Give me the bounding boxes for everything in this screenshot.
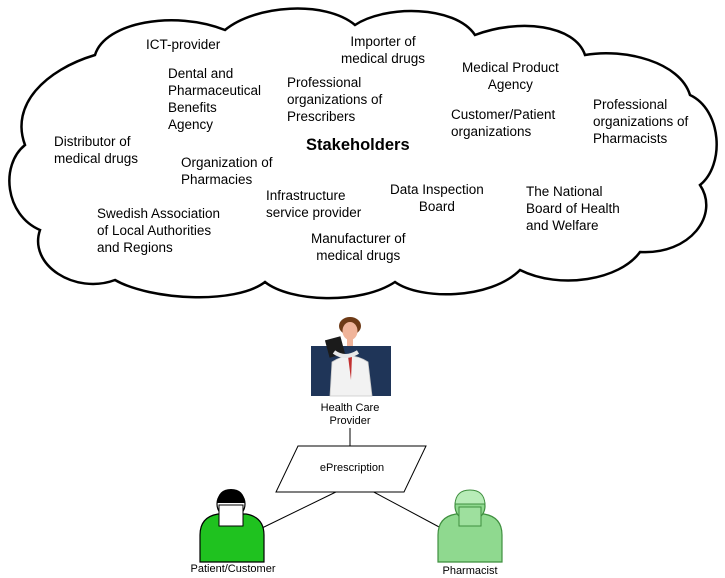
stakeholder-infrastructure-provider: Infrastructure service provider xyxy=(266,188,362,220)
stakeholder-distributor: Distributor of medical drugs xyxy=(54,134,139,166)
eprescription-label: ePrescription xyxy=(319,462,385,474)
connector-pharmacist xyxy=(369,489,442,529)
connector-patient xyxy=(261,489,341,529)
stakeholder-importer: Importer of medical drugs xyxy=(341,34,426,66)
health-care-provider-label: Health Care Provider xyxy=(320,402,380,427)
stakeholder-data-inspection-board: Data Inspection Board xyxy=(390,182,484,214)
stakeholders-cloud xyxy=(8,7,718,300)
pharmacist-icon xyxy=(437,489,503,563)
stakeholder-dental-pharma-agency: Dental and Pharmaceutical Benefits Agenc… xyxy=(168,66,262,132)
patient-icon xyxy=(199,489,265,563)
stakeholder-manufacturer: Manufacturer of medical drugs xyxy=(311,231,406,263)
stakeholder-swedish-association: Swedish Association of Local Authorities… xyxy=(97,206,221,255)
patient-customer-label: Patient/Customer xyxy=(190,563,276,575)
stakeholder-national-board-health: The National Board of Health and Welfare xyxy=(526,184,620,233)
stakeholder-medical-product-agency: Medical Product Agency xyxy=(462,60,559,92)
stakeholder-pharmacist-orgs: Professional organizations of Pharmacist… xyxy=(593,97,689,146)
pharmacist-label: Pharmacist xyxy=(442,565,498,577)
eprescription-box xyxy=(275,445,427,493)
stakeholder-ict-provider: ICT-provider xyxy=(146,37,221,52)
stakeholder-prescriber-orgs: Professional organizations of Prescriber… xyxy=(287,75,383,124)
stakeholders-title: Stakeholders xyxy=(306,136,410,154)
stakeholder-pharmacy-org: Organization of Pharmacies xyxy=(181,155,273,187)
health-care-provider-icon xyxy=(311,317,391,397)
stakeholder-customer-patient-orgs: Customer/Patient organizations xyxy=(451,107,556,139)
